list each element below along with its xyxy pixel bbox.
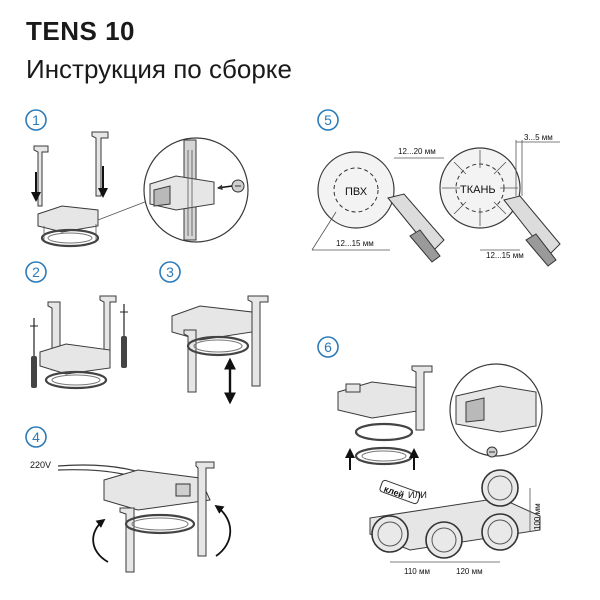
step-2-badge: 2 (25, 261, 47, 283)
spring-clip-left (33, 145, 49, 207)
step-5-badge: 5 (317, 109, 339, 131)
step-6-detail-zoom (449, 363, 543, 458)
pvc-ceiling-cut: ПВХ (317, 151, 395, 229)
fabric-label: ТКАНЬ (460, 184, 496, 196)
lamp-unassembled (337, 365, 433, 466)
step-2-number: 2 (32, 264, 40, 280)
lamp-with-brackets (39, 295, 117, 390)
dim-12-15-left-label: 12...15 мм (336, 239, 374, 248)
step-4-number: 4 (32, 429, 40, 445)
screw-icon (231, 179, 245, 193)
lamp-installed (103, 461, 215, 573)
rotate-right-arrow-icon (214, 504, 232, 557)
step-1-number: 1 (32, 112, 40, 128)
step-5-number: 5 (324, 112, 332, 128)
spring-clip-right (91, 131, 109, 197)
step-1-circle (25, 109, 47, 131)
step-1-badge: 1 (25, 109, 47, 131)
step-3: 3 (159, 261, 269, 405)
screwdriver-left-icon (30, 318, 38, 388)
page-subtitle: Инструкция по сборке (26, 54, 292, 84)
step-1: 1 (25, 109, 249, 248)
dim-110-label: 110 мм (404, 567, 430, 576)
step-4: 4 220V (25, 426, 232, 573)
step-2: 2 (25, 261, 128, 390)
dim-3-5-label: 3...5 мм (524, 133, 553, 142)
product-title: TENS 10 (26, 16, 135, 46)
screw-icon (486, 446, 498, 458)
step-1-detail-zoom (143, 137, 249, 243)
utility-knife-icon (503, 195, 561, 267)
utility-knife-icon (387, 193, 445, 263)
dim-120-label: 120 мм (456, 567, 483, 576)
dim-100-label: 100 мм (533, 503, 542, 530)
lamp-housing (37, 205, 100, 248)
step-3-number: 3 (166, 264, 174, 280)
step-5: 5 ПВХ 12...20 мм 12...15 мм (311, 109, 561, 267)
arrow-left-icon (216, 184, 233, 191)
dim-line (311, 211, 337, 251)
pvc-label: ПВХ (345, 186, 368, 198)
multi-lamp-layout (369, 469, 541, 559)
lamp-adjust-assembly (171, 295, 269, 393)
fabric-ceiling-cut: ТКАНЬ (439, 147, 521, 229)
step-6: 6 (317, 336, 543, 576)
step-4-badge: 4 (25, 426, 47, 448)
zoom-leader-line (97, 199, 151, 221)
step-6-badge: 6 (317, 336, 339, 358)
rotate-left-arrow-icon (92, 518, 109, 563)
dim-12-20-label: 12...20 мм (398, 147, 436, 156)
screwdriver-right-icon (120, 304, 128, 368)
voltage-label: 220V (30, 460, 51, 470)
or-label: ИЛИ (408, 490, 427, 500)
dim-12-15-right-label: 12...15 мм (486, 251, 524, 260)
step-3-badge: 3 (159, 261, 181, 283)
step-6-number: 6 (324, 339, 332, 355)
